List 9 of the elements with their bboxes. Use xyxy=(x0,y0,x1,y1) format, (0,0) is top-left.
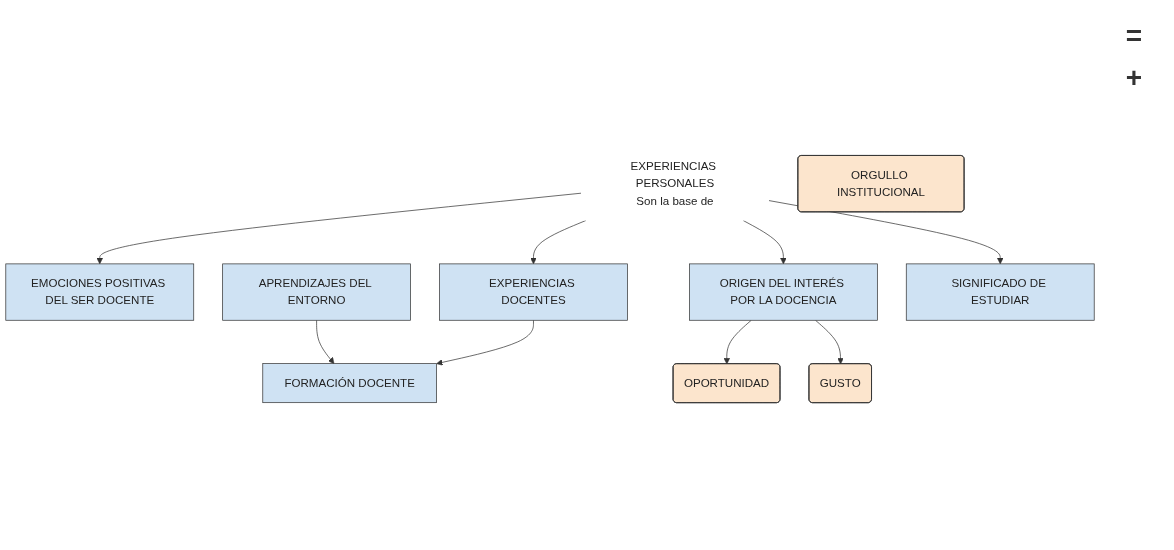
node-text: EXPERIENCIAS PERSONALES Son la base de xyxy=(630,160,717,208)
node-box: SIGNIFICADO DE ESTUDIAR xyxy=(905,263,1095,321)
node-box: ORIGEN DEL INTERÉS POR LA DOCENCIA xyxy=(689,263,878,321)
node-box: APRENDIZAJES DEL ENTORNO xyxy=(222,263,411,321)
symbol-label: = xyxy=(1125,20,1143,52)
symbol-label: + xyxy=(1125,62,1143,94)
node-box: EMOCIONES POSITIVAS DEL SER DOCENTE xyxy=(5,263,195,321)
node-box: EXPERIENCIAS DOCENTES xyxy=(439,263,628,321)
node-box: FORMACIÓN DOCENTE xyxy=(262,363,437,404)
